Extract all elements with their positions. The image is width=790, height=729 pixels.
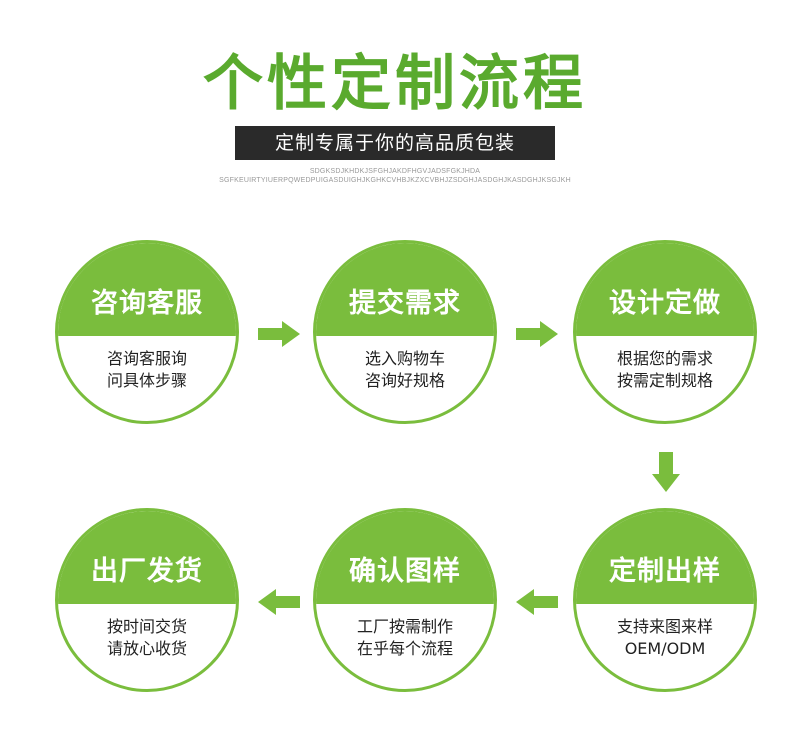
- step-sample: 定制出样 支持来图来样 OEM/ODM: [573, 508, 757, 692]
- arrow-right-icon: [258, 321, 300, 347]
- step-desc-line: 工厂按需制作: [356, 617, 453, 636]
- step-desc-line: 按时间交货: [106, 617, 187, 636]
- step-submit: 提交需求 选入购物车 咨询好规格: [313, 240, 497, 424]
- step-desc-line: OEM/ODM: [624, 639, 706, 658]
- step-title: 出厂发货: [58, 511, 236, 604]
- arrow-down-icon: [652, 452, 680, 492]
- step-desc-line: 问具体步骤: [106, 371, 187, 390]
- step-desc-line: 请放心收货: [106, 639, 187, 658]
- step-desc-line: 根据您的需求: [616, 349, 713, 368]
- step-description: 咨询客服询 问具体步骤: [58, 348, 236, 392]
- step-confirm: 确认图样 工厂按需制作 在乎每个流程: [313, 508, 497, 692]
- arrow-right-icon: [516, 321, 558, 347]
- step-desc-line: 按需定制规格: [616, 371, 713, 390]
- arrow-left-icon: [516, 589, 558, 615]
- step-consult: 咨询客服 咨询客服询 问具体步骤: [55, 240, 239, 424]
- step-desc-line: 选入购物车: [364, 349, 445, 368]
- step-title: 定制出样: [576, 511, 754, 604]
- step-description: 按时间交货 请放心收货: [58, 616, 236, 660]
- arrow-left-icon: [258, 589, 300, 615]
- page-title: 个性定制流程: [203, 49, 587, 119]
- step-title: 确认图样: [316, 511, 494, 604]
- subtitle-banner: 定制专属于你的高品质包装: [235, 126, 555, 160]
- step-desc-line: 在乎每个流程: [356, 639, 453, 658]
- step-desc-line: 咨询好规格: [364, 371, 445, 390]
- step-design: 设计定做 根据您的需求 按需定制规格: [573, 240, 757, 424]
- decorative-text-line-2: SGFKEUIRTYIUERPQWEDPUIGASDUIGHJKGHKCVHBJ…: [219, 177, 571, 184]
- step-title: 设计定做: [576, 243, 754, 336]
- decorative-text-line-1: SDGKSDJKHDKJSFGHJAKDFHGVJADSFGKJHDA: [309, 168, 481, 175]
- step-description: 选入购物车 咨询好规格: [316, 348, 494, 392]
- step-description: 支持来图来样 OEM/ODM: [576, 616, 754, 660]
- step-description: 根据您的需求 按需定制规格: [576, 348, 754, 392]
- step-title: 提交需求: [316, 243, 494, 336]
- step-description: 工厂按需制作 在乎每个流程: [316, 616, 494, 660]
- step-title: 咨询客服: [58, 243, 236, 336]
- step-ship: 出厂发货 按时间交货 请放心收货: [55, 508, 239, 692]
- step-desc-line: 支持来图来样: [616, 617, 713, 636]
- step-desc-line: 咨询客服询: [106, 349, 187, 368]
